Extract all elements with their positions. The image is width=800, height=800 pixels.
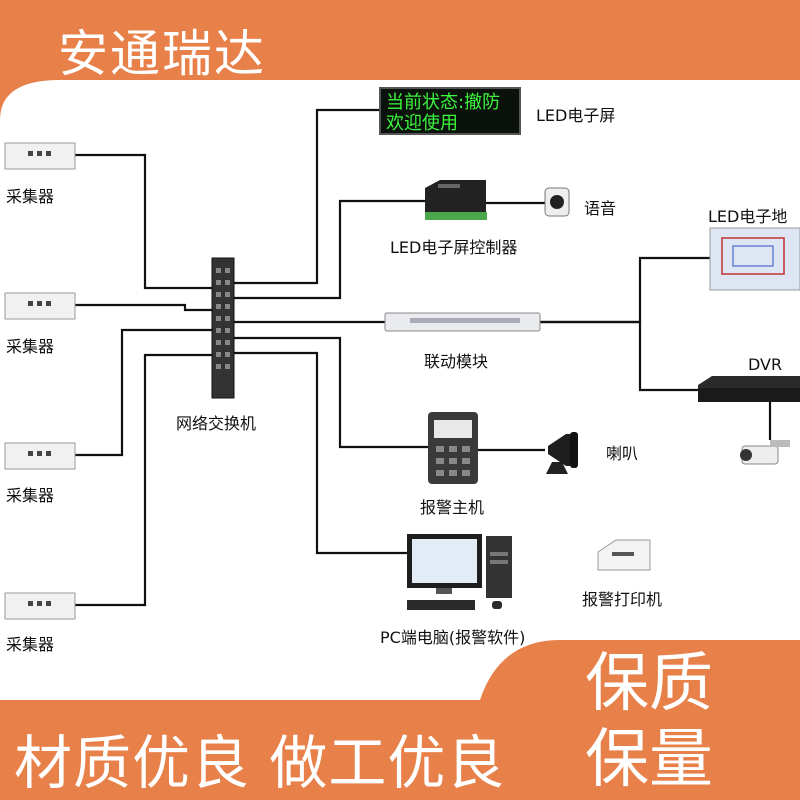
printer-label: 报警打印机 [582,590,663,609]
line-led-screen [232,108,383,285]
voice-label: 语音 [584,199,617,218]
horn-device [546,432,578,474]
collector-4 [4,592,76,620]
collector-2 [4,292,76,320]
collector-label-4: 采集器 [6,635,55,654]
led-screen-line2: 欢迎使用 [386,113,458,134]
line-collector-1 [75,153,215,290]
led-map-device [709,227,800,291]
linkage-label: 联动模块 [424,352,489,371]
line-collector-4 [75,353,215,607]
collector-1 [4,142,76,170]
quality-line-2: 保量 [585,723,713,797]
led-controller-label: LED电子屏控制器 [390,238,518,257]
slogan-text: 材质优良 做工优良 [14,729,506,797]
connection-lines [75,108,772,607]
collector-label-3: 采集器 [6,486,55,505]
collector-label-2: 采集器 [6,337,55,356]
dvr-device [698,376,800,402]
linkage-module-device [384,312,541,332]
line-pc [232,351,407,555]
led-screen-line1: 当前状态:撤防 [386,92,500,113]
voice-speaker-device [544,187,570,217]
quality-line-1: 保质 [585,647,713,721]
pc-label: PC端电脑(报警软件) [380,628,526,647]
dvr-label: DVR [748,355,783,374]
network-switch [211,257,235,399]
line-led-controller [232,199,425,300]
pc-device [407,534,512,610]
white-panel [0,80,800,700]
collector-label-1: 采集器 [6,187,55,206]
line-alarm-host [232,336,428,449]
led-map-label: LED电子地 [708,207,788,226]
led-screen-device: 当前状态:撤防 欢迎使用 [379,87,521,135]
printer-device [597,539,651,571]
line-collector-2 [75,303,215,312]
collector-3 [4,442,76,470]
led-controller-device [425,180,487,220]
horn-label: 喇叭 [606,444,639,463]
switch-label: 网络交换机 [176,414,257,433]
camera-device [740,440,790,465]
led-screen-label: LED电子屏 [536,106,616,125]
line-dvr [540,320,698,392]
alarm-host-label: 报警主机 [420,498,485,517]
alarm-host-device [428,412,478,484]
brand-title: 安通瑞达 [58,25,266,83]
line-collector-3 [75,328,215,457]
